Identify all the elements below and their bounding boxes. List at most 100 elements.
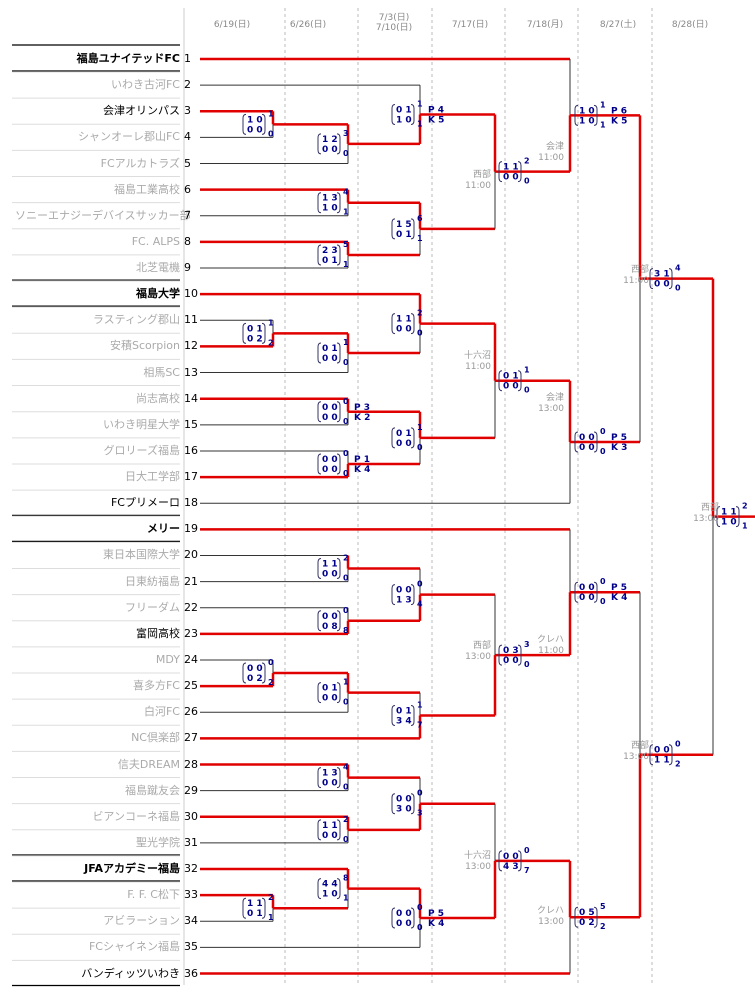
match-score: 1 10 121	[242, 893, 274, 922]
half-score: 1 1	[322, 560, 338, 570]
total-score: 3	[417, 809, 423, 818]
match-score: 0 04 307	[498, 846, 530, 875]
team-number: 13	[184, 365, 198, 379]
match-score: 1 20 030	[317, 129, 349, 158]
team-name: 福島大学	[136, 287, 180, 301]
total-score: 2	[524, 157, 530, 166]
team-name: 北芝電機	[136, 261, 180, 275]
total-score: 2	[600, 922, 606, 931]
half-score: 3 0	[396, 805, 412, 815]
score-bracket	[317, 767, 341, 789]
venue-label: 会津 13:00	[538, 392, 564, 414]
team-name: 東日本国際大学	[103, 548, 180, 562]
match-score: 4 41 081	[317, 874, 349, 903]
total-score: 0	[600, 577, 606, 586]
team-name: 日東紡福島	[125, 574, 180, 588]
team-name: 福島蹴友会	[125, 783, 180, 797]
total-score: 0	[343, 606, 349, 615]
total-score: 1	[600, 100, 606, 109]
team-name: FCプリメーロ	[110, 496, 180, 510]
total-score: 8	[343, 626, 349, 635]
total-score: 1	[343, 338, 349, 347]
score-bracket	[649, 268, 673, 290]
total-score: 0	[343, 358, 349, 367]
half-score: 1 1	[396, 315, 412, 325]
half-score: 0 0	[322, 779, 338, 789]
total-score: 2	[675, 760, 681, 769]
team-row: 喜多方FC	[10, 679, 180, 693]
half-score: 4 3	[503, 862, 519, 872]
match-score: 0 00 808	[317, 606, 349, 635]
match-score: 1 30 040	[317, 763, 349, 792]
score-bracket	[242, 897, 266, 919]
half-score: 0 0	[322, 354, 338, 364]
team-name: FC. ALPS	[131, 234, 180, 248]
team-number: 1	[184, 52, 191, 65]
team-name: 白河FC	[143, 705, 180, 719]
half-score: 0 0	[579, 433, 595, 443]
pk-score: P 5	[611, 433, 627, 443]
total-score: 1	[343, 678, 349, 687]
match-score: 0 13 417	[391, 701, 423, 730]
match-score: 1 31 041	[317, 188, 349, 217]
team-row: いわき明星大学	[10, 418, 180, 432]
team-name: 富岡高校	[136, 626, 180, 640]
team-number: 36	[184, 966, 198, 980]
pk-score: P 3	[354, 403, 370, 413]
pk-score: K 5	[611, 116, 627, 126]
score-bracket	[317, 682, 341, 704]
team-row: 尚志高校	[10, 392, 180, 406]
total-score: 1	[600, 120, 606, 129]
team-name: 福島工業高校	[114, 182, 180, 196]
half-score: 0 1	[322, 344, 338, 354]
venue-label: 西部 13:00	[623, 740, 649, 762]
score-bracket	[317, 401, 341, 423]
total-score: 0	[417, 580, 423, 589]
match-score: 1 00 010	[242, 109, 274, 138]
team-name: FCシャイネン福島	[88, 940, 180, 954]
team-name: いわき明星大学	[103, 417, 180, 431]
team-number: 28	[184, 757, 198, 771]
team-row: 日東紡福島	[10, 575, 180, 589]
total-score: 1	[417, 120, 423, 129]
half-score: 1 0	[322, 890, 338, 900]
half-score: 0 8	[322, 622, 338, 632]
team-number: 35	[184, 940, 198, 954]
half-score: 4 4	[322, 880, 338, 890]
score-bracket	[574, 906, 598, 928]
team-number: 4	[184, 130, 191, 144]
half-score: 1 0	[322, 204, 338, 214]
half-score: 0 1	[396, 230, 412, 240]
total-score: 0	[524, 386, 530, 395]
team-number: 7	[184, 208, 191, 222]
score-bracket	[391, 705, 415, 727]
team-row: FC. ALPS	[10, 235, 180, 249]
half-score: 0 0	[322, 145, 338, 155]
score-bracket	[317, 819, 341, 841]
total-score: 1	[524, 366, 530, 375]
half-score: 1 5	[396, 220, 412, 230]
pk-score: K 4	[354, 465, 370, 475]
half-score: 0 1	[247, 324, 263, 334]
team-number: 20	[184, 548, 198, 562]
score-bracket	[317, 453, 341, 475]
score-bracket	[391, 427, 415, 449]
total-score: 0	[417, 923, 423, 932]
total-score: 0	[417, 789, 423, 798]
half-score: 0 0	[247, 125, 263, 135]
team-row: FCプリメーロ	[10, 496, 180, 510]
half-score: 0 5	[579, 908, 595, 918]
total-score: 2	[417, 309, 423, 318]
total-score: 0	[524, 177, 530, 186]
team-name: 喜多方FC	[132, 679, 180, 693]
half-score: 0 0	[396, 909, 412, 919]
team-number: 29	[184, 783, 198, 797]
score-bracket	[317, 133, 341, 155]
score-bracket	[391, 104, 415, 126]
score-bracket	[391, 584, 415, 606]
team-row: 福島蹴友会	[10, 784, 180, 798]
team-number: 18	[184, 496, 198, 510]
date-round5: 7/18(月)	[526, 20, 564, 30]
team-row: 相馬SC	[10, 366, 180, 380]
total-score: 3	[343, 129, 349, 138]
